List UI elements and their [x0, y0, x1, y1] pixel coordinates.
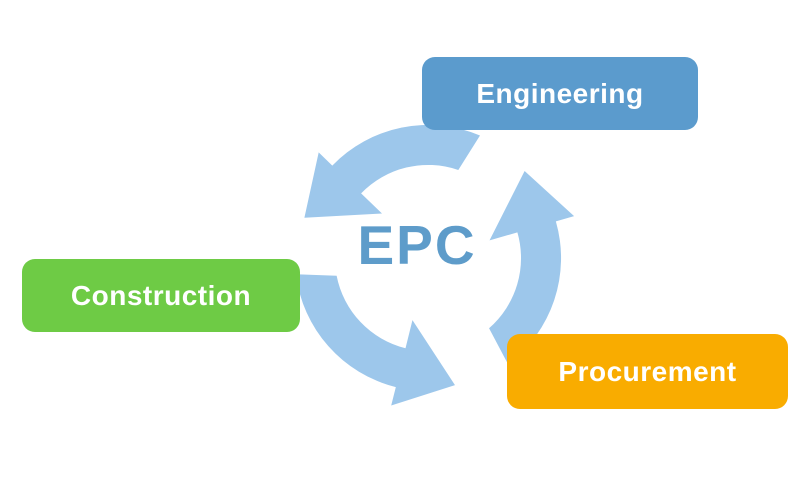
- cycle-arrow-bottom-icon: [295, 274, 455, 406]
- node-construction: Construction: [22, 259, 300, 332]
- node-engineering: Engineering: [422, 57, 698, 130]
- node-procurement: Procurement: [507, 334, 788, 409]
- center-label: EPC: [357, 214, 477, 276]
- node-engineering-label: Engineering: [476, 77, 644, 109]
- node-procurement-label: Procurement: [558, 355, 737, 387]
- node-construction-label: Construction: [70, 279, 252, 311]
- cycle-arrow-right-icon: [489, 171, 575, 365]
- cycle-arrow-top-icon: [304, 124, 481, 218]
